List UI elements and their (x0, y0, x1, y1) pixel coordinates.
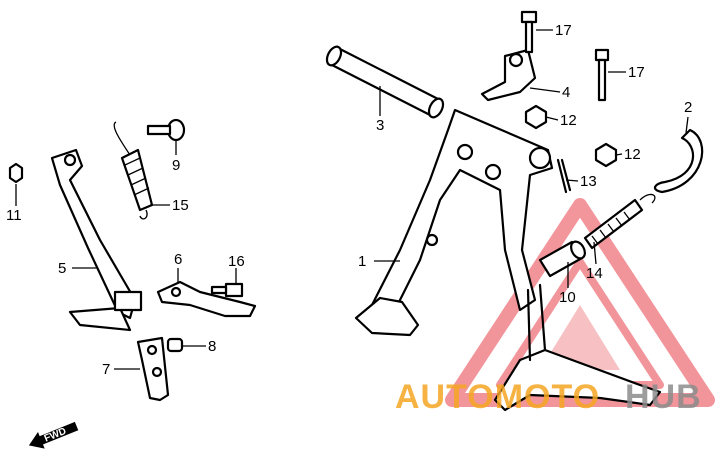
callout-2: 2 (684, 99, 692, 116)
watermark-text: AUTOMOTO HUB (395, 378, 702, 416)
part-5-side-stand (50, 148, 143, 332)
fwd-direction-indicator: FWD (28, 421, 79, 449)
part-16-bolt (210, 282, 244, 298)
part-3-tube (325, 45, 445, 119)
part-11-nut (8, 162, 24, 184)
part-4-bracket (480, 48, 537, 102)
callout-12-right: 12 (624, 146, 641, 163)
part-17-bolt-right (594, 48, 610, 102)
callout-17-upper: 17 (555, 22, 572, 39)
watermark-word-gray: HUB (625, 378, 702, 416)
callout-15: 15 (172, 197, 189, 214)
part-13-pin (556, 158, 572, 194)
callout-7: 7 (102, 361, 110, 378)
callout-14: 14 (586, 265, 603, 282)
callout-10: 10 (559, 289, 576, 306)
part-15-spring (113, 121, 154, 220)
callout-9: 9 (172, 157, 180, 174)
callout-16: 16 (228, 253, 245, 270)
callout-6: 6 (174, 251, 182, 268)
part-9-bolt (146, 118, 186, 142)
part-12-nut-left (524, 104, 548, 130)
callout-3: 3 (376, 117, 384, 134)
callout-8: 8 (208, 338, 216, 355)
part-10-collar (538, 240, 586, 278)
part-6-bracket (156, 280, 257, 318)
leader-lines (15, 29, 689, 370)
part-7-bracket (136, 336, 170, 402)
callout-4: 4 (562, 84, 570, 101)
part-8-cap (166, 337, 184, 353)
callout-labels: 1 2 3 4 5 6 7 8 9 10 11 12 12 13 14 15 1… (6, 22, 692, 378)
callout-17-right: 17 (628, 64, 645, 81)
part-2-clip (653, 128, 704, 194)
part-14-spring (583, 193, 656, 250)
callout-12-left: 12 (560, 112, 577, 129)
callout-1: 1 (358, 253, 366, 270)
fwd-arrow-icon (28, 421, 79, 449)
callout-5: 5 (58, 260, 66, 277)
watermark-word-colored: AUTOMOTO (395, 378, 600, 416)
callout-13: 13 (580, 173, 597, 190)
part-12-nut-right (594, 142, 618, 168)
callout-11: 11 (6, 207, 22, 224)
part-1-main-stand (354, 108, 662, 412)
fwd-label: FWD (43, 426, 68, 445)
part-17-bolt-upper (520, 10, 538, 54)
